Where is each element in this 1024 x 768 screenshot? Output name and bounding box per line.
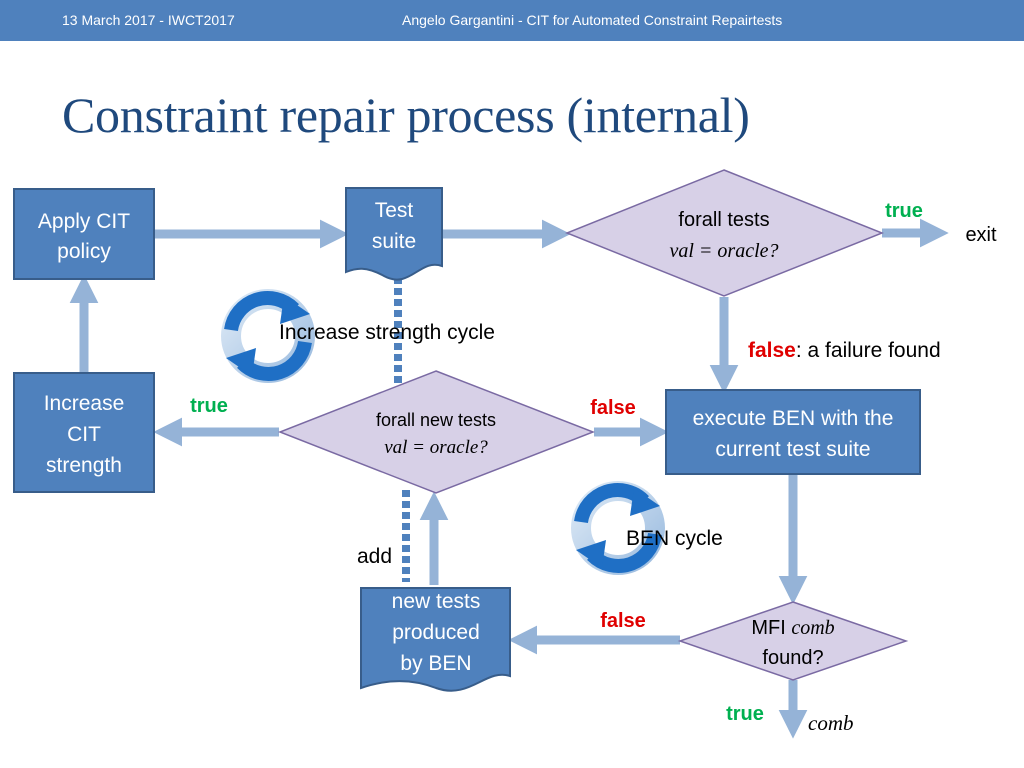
increase-cit-line1: Increase <box>44 392 125 415</box>
header-presenter-title: Angelo Gargantini - CIT for Automated Co… <box>402 12 783 28</box>
slide-header: 13 March 2017 - IWCT2017 Angelo Garganti… <box>0 0 1024 41</box>
forall-new-line1: forall new tests <box>376 410 496 430</box>
false-failure-rest: : a failure found <box>796 339 941 362</box>
increase-cit-line2: CIT <box>67 423 101 446</box>
apply-cit-line1: Apply CIT <box>38 210 130 233</box>
forall-new-line2: val = oracle? <box>384 437 488 458</box>
flow-arrows <box>69 218 949 739</box>
apply-cit-line2: policy <box>57 240 111 263</box>
true-bottom-label: true <box>726 703 764 725</box>
true-left-label: true <box>190 395 228 417</box>
increase-cit-line3: strength <box>46 454 122 477</box>
forall-tests-decision: forall tests val = oracle? <box>564 169 885 297</box>
new-tests-line1: new tests <box>392 590 481 613</box>
mfi-line1-math: comb <box>791 617 834 639</box>
apply-cit-policy-box: Apply CIT policy <box>13 188 155 280</box>
execute-ben-box: execute BEN with the current test suite <box>665 389 921 475</box>
dotted-connectors <box>394 278 410 582</box>
test-suite-line1: Test <box>375 199 414 222</box>
mfi-line2: found? <box>762 647 823 669</box>
header-date: 13 March 2017 - IWCT2017 <box>62 12 235 28</box>
execute-ben-line1: execute BEN with the <box>693 407 894 430</box>
slide-title: Constraint repair process (internal) <box>62 87 750 143</box>
increase-strength-cycle-label: Increase strength cycle <box>279 321 495 344</box>
forall-tests-line1: forall tests <box>678 209 769 231</box>
execute-ben-line2: current test suite <box>715 438 870 461</box>
false-mfi-label: false <box>600 610 646 632</box>
false-failure-bold: false <box>748 339 796 362</box>
new-tests-line3: by BEN <box>400 652 471 675</box>
true-exit-label: true <box>885 200 923 222</box>
false-right-label: false <box>590 397 636 419</box>
forall-new-tests-decision: forall new tests val = oracle? <box>277 370 596 494</box>
mfi-line1: MFI comb <box>751 617 834 639</box>
add-label: add <box>357 545 392 568</box>
new-tests-line2: produced <box>392 621 480 644</box>
false-failure-label: false: a failure found <box>748 339 941 362</box>
test-suite-line2: suite <box>372 230 416 253</box>
new-tests-document: new tests produced by BEN <box>360 587 511 692</box>
mfi-line1-text: MFI <box>751 617 791 639</box>
mfi-comb-found-decision: MFI comb found? <box>677 601 909 681</box>
ben-cycle-icon <box>571 481 665 575</box>
exit-label: exit <box>965 224 997 246</box>
comb-output-label: comb <box>808 711 854 735</box>
ben-cycle-label: BEN cycle <box>626 527 723 550</box>
forall-tests-line2: val = oracle? <box>669 240 778 262</box>
increase-cit-strength-box: Increase CIT strength <box>13 372 155 493</box>
increase-cycle-icon <box>221 289 315 383</box>
test-suite-document: Test suite <box>345 187 443 281</box>
